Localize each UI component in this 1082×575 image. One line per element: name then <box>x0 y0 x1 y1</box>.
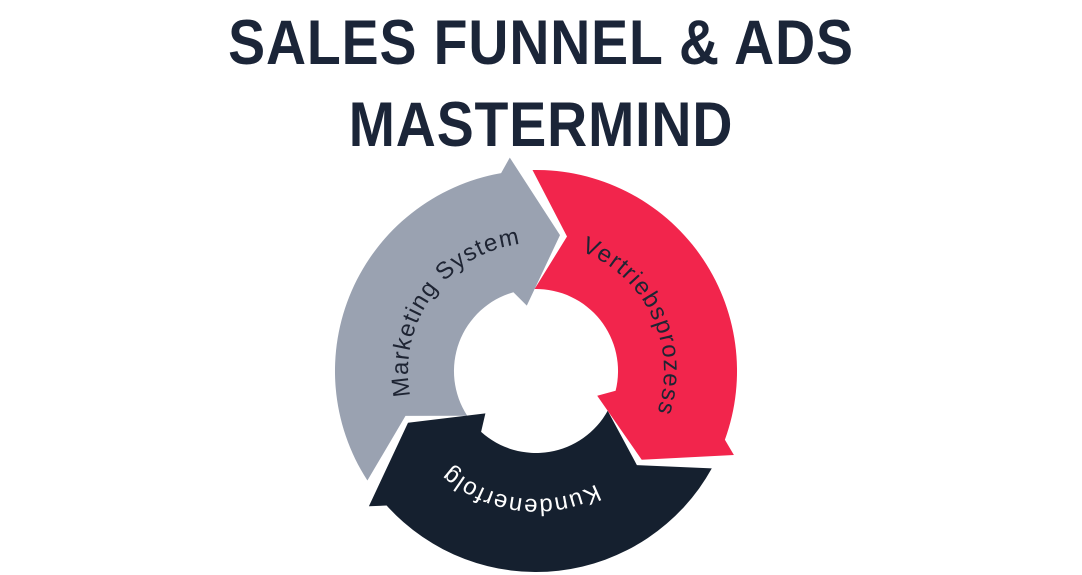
title-line-1: SALES FUNNEL & ADS <box>228 8 854 78</box>
cycle-segment-vertriebsprozess <box>532 169 738 460</box>
cycle-diagram: Marketing System Vertriebsprozess Kunden… <box>334 157 738 573</box>
cycle-segment-marketing-system <box>334 157 560 481</box>
page-title: SALES FUNNEL & ADS MASTERMIND <box>0 0 1082 166</box>
cycle-segment-kundenerfolg <box>368 410 712 573</box>
title-line-2: MASTERMIND <box>348 90 734 160</box>
